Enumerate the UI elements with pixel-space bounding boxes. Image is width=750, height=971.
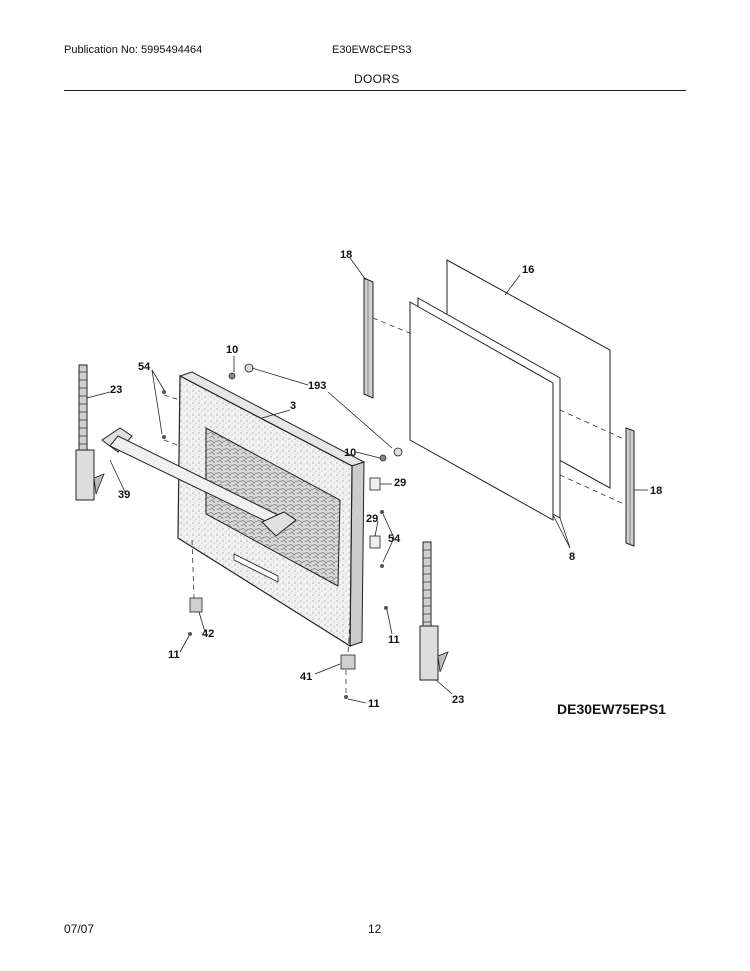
callout-11-left: 11 [168,649,180,661]
diagram-reference-code: DE30EW75EPS1 [557,701,666,717]
door-hinge-right [419,541,449,681]
callout-8: 8 [569,551,575,563]
model-number: E30EW8CEPS3 [332,44,412,56]
outer-door-panel [177,371,366,648]
callout-11-bottom: 11 [368,698,380,710]
alignment-lines [163,317,627,695]
callout-54-right: 54 [388,533,401,545]
callout-41: 41 [300,671,312,683]
callout-54-left: 54 [138,361,151,373]
callout-11-right: 11 [388,634,400,646]
callout-29-mid: 29 [366,513,378,525]
callout-18-right: 18 [650,485,662,497]
callout-23-right: 23 [452,694,464,706]
callout-23-left: 23 [110,384,122,396]
callout-29-top: 29 [394,477,406,489]
section-title: DOORS [354,72,400,86]
callout-10-top: 10 [226,344,238,356]
publication-number: Publication No: 5995494464 [64,44,203,56]
callout-193: 193 [308,380,326,392]
callout-3: 3 [290,400,296,412]
callout-10-mid: 10 [344,447,356,459]
footer-date: 07/07 [64,922,95,936]
header-rule [64,90,686,91]
leader-lines [86,257,648,704]
callout-16: 16 [522,264,534,276]
door-trim-left [363,277,374,399]
page-number: 12 [368,922,382,936]
door-hinge-left [75,364,105,501]
door-handle [101,427,297,537]
callout-42: 42 [202,628,214,640]
door-trim-right [625,427,635,547]
callout-39: 39 [118,489,130,501]
callout-18-top: 18 [340,249,352,261]
